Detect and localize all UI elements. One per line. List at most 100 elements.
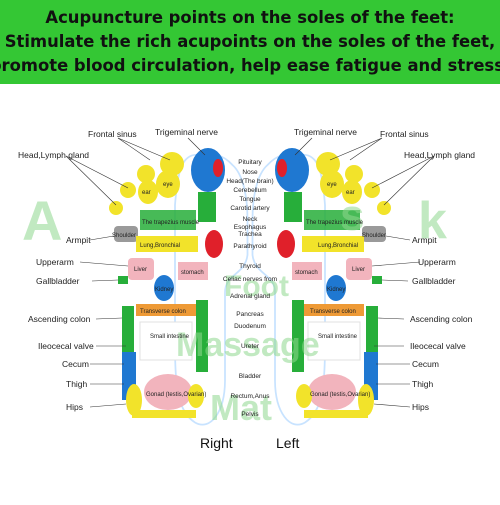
label-trigeminal-nerve-left: Trigeminal nerve	[294, 127, 357, 137]
label-hips-right: Hips	[66, 402, 83, 412]
label-trachea: Trachea	[238, 231, 262, 238]
right-toe-5	[109, 201, 123, 215]
right-big-toe-head-zone	[191, 148, 225, 192]
left-big-toe-head-zone	[275, 148, 309, 192]
left-parathyroid-zone	[277, 230, 295, 258]
right-ureter-zone	[196, 300, 208, 372]
label-bladder: Bladder	[239, 373, 262, 380]
label-ureter: Ureter	[241, 343, 260, 350]
left-toe-3	[345, 165, 363, 183]
label-nose: Nose	[242, 169, 258, 176]
label-neck: Neck	[243, 216, 259, 223]
label-cecum-left: Cecum	[412, 359, 439, 369]
left-pelvis-zone	[304, 410, 368, 418]
watermark-foot: Foot	[224, 270, 289, 303]
left-kidney-zone	[326, 275, 346, 301]
label-ear-right: ear	[142, 190, 151, 196]
left-ureter-zone	[292, 300, 304, 372]
label-gallbladder-left: Gallbladder	[412, 276, 456, 286]
left-eye-zone	[320, 170, 344, 198]
label-ileocecal-right: Ileocecal valve	[38, 341, 94, 351]
label-celiac-nerves: Celiac nerves from	[223, 276, 277, 283]
right-gonad-zone	[144, 374, 192, 410]
left-neck-zone	[284, 192, 302, 222]
right-ear-zone	[138, 180, 158, 204]
right-stomach-zone	[178, 262, 208, 280]
right-transverse-colon-zone	[136, 304, 196, 316]
label-lung-right: Lung,Bronchial	[140, 243, 180, 249]
right-neck-zone	[198, 192, 216, 222]
label-kidney-left: Kidney	[327, 287, 345, 293]
right-toe-4	[120, 182, 136, 198]
right-gallbladder-marker	[118, 276, 128, 284]
right-shoulder-zone	[114, 226, 138, 242]
left-gonad-zone	[308, 374, 356, 410]
label-trigeminal-nerve-right: Trigeminal nerve	[155, 127, 218, 137]
header-banner: Acupuncture points on the soles of the f…	[0, 0, 500, 84]
left-liver-zone	[346, 258, 372, 280]
label-adrenal-gland: Adrenal gland	[230, 293, 270, 300]
label-pelvis: Pelvis	[241, 411, 259, 418]
label-cerebellum: Cerebellum	[233, 187, 266, 194]
left-ascending-colon-zone	[366, 306, 378, 362]
right-big-toe-nose-zone	[213, 159, 223, 177]
right-small-intestine-zone	[139, 321, 193, 361]
label-trapezius-left: The trapezius muscle	[306, 220, 364, 226]
label-head-lymph-left: Head,Lymph gland	[404, 150, 475, 160]
label-kidney-right: Kidney	[155, 287, 173, 293]
label-shoulder-right: Shoulder	[112, 233, 136, 239]
label-eye-left: eye	[327, 182, 337, 188]
label-tongue: Tongue	[239, 196, 261, 203]
label-pancreas: Pancreas	[236, 311, 264, 318]
leader-lines	[65, 137, 435, 408]
left-toe-4	[364, 182, 380, 198]
watermark-mat: Mat	[210, 387, 272, 428]
foot-chart: A s k Foot Massage Mat Frontal sinus Tri…	[18, 127, 475, 451]
left-shoulder-zone	[362, 226, 386, 242]
label-transverse-colon-right: Transverse colon	[140, 309, 186, 315]
right-kidney-zone	[154, 275, 174, 301]
label-head-lymph-right: Head,Lymph gland	[18, 150, 89, 160]
right-parathyroid-zone	[205, 230, 223, 258]
label-thigh-left: Thigh	[412, 379, 434, 389]
label-gonad-right: Gonad (testis,Ovarian)	[146, 392, 206, 398]
label-small-intestine-left: Small intestine	[318, 334, 358, 340]
label-upperarm-right: Upperarm	[36, 257, 74, 267]
right-toe-3	[137, 165, 155, 183]
label-ascending-colon-right: Ascending colon	[28, 314, 91, 324]
left-lung-zone	[302, 236, 364, 252]
label-eye-right: eye	[163, 182, 173, 188]
watermark-a: A	[22, 189, 62, 252]
label-gonad-left: Gonad (testis,Ovarian)	[310, 392, 370, 398]
right-rectum-zone	[188, 384, 204, 408]
label-duodenum: Duodenum	[234, 323, 266, 330]
caption-left: Left	[276, 435, 299, 451]
right-eye-zone	[156, 170, 180, 198]
label-carotid-artery: Carotid artery	[230, 205, 270, 212]
label-ileocecal-left: Ileocecal valve	[410, 341, 466, 351]
label-shoulder-left: Shoulder	[362, 233, 386, 239]
caption-right: Right	[200, 435, 233, 451]
right-pelvis-zone	[132, 410, 196, 418]
label-armpit-right: Armpit	[66, 235, 91, 245]
right-foot-zones	[109, 148, 225, 418]
label-parathyroid: Parathyroid	[233, 243, 267, 250]
label-thigh-right: Thigh	[66, 379, 88, 389]
left-foot-zones	[275, 148, 391, 418]
reflexology-diagram: A s k Foot Massage Mat Frontal sinus Tri…	[0, 84, 500, 500]
watermark-massage: Massage	[176, 326, 320, 364]
watermark-k: k	[418, 192, 447, 250]
left-big-toe-nose-zone	[277, 159, 287, 177]
label-stomach-right: stomach	[181, 270, 204, 276]
left-rectum-zone	[296, 384, 312, 408]
label-hips-left: Hips	[412, 402, 429, 412]
header-line-3: promote blood circulation, help ease fat…	[0, 56, 500, 75]
watermark: A s k Foot Massage Mat	[22, 189, 447, 428]
label-esophagus: Esophagus	[234, 224, 267, 231]
left-gallbladder-marker	[372, 276, 382, 284]
label-frontal-sinus-right: Frontal sinus	[88, 129, 137, 139]
right-hips-zone	[126, 384, 142, 416]
right-ascending-colon-zone	[122, 306, 134, 362]
label-liver-right: Liver	[134, 267, 147, 273]
label-transverse-colon-left: Transverse colon	[310, 309, 356, 315]
